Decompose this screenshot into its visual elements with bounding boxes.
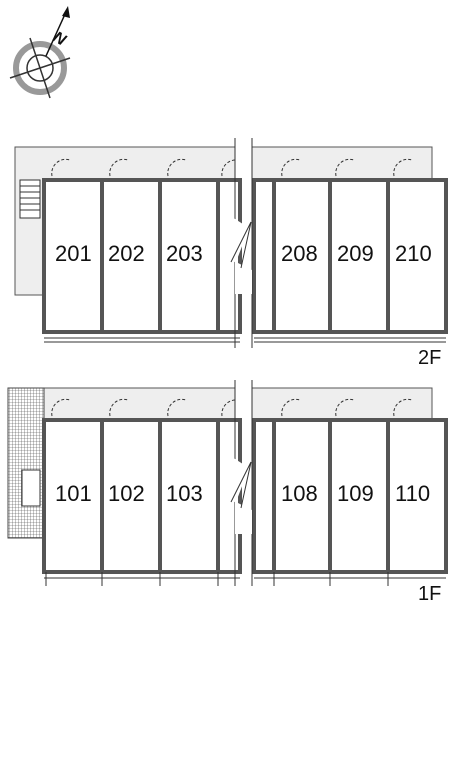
- door-swing-icon: [51, 398, 413, 417]
- unit-box: [272, 418, 332, 574]
- unit-label: 108: [281, 481, 318, 506]
- unit-label: 201: [55, 241, 92, 266]
- floor-label: 1F: [418, 583, 441, 605]
- unit-box: [252, 178, 276, 334]
- unit-box: [252, 418, 276, 574]
- parking-area: [7, 387, 45, 539]
- stairs-icon: [21, 469, 41, 507]
- unit-label: 210: [395, 241, 432, 266]
- balcony-rail: [44, 337, 446, 343]
- unit-box: [158, 418, 220, 574]
- unit-label: 209: [337, 241, 374, 266]
- door-swing-icon: [51, 158, 413, 177]
- unit-label: 101: [55, 481, 92, 506]
- unit-label: 109: [337, 481, 374, 506]
- unit-box: [386, 418, 448, 574]
- unit-label: 110: [395, 481, 430, 506]
- unit-box: [328, 178, 390, 334]
- stairs-icon: [19, 179, 41, 219]
- unit-box: [158, 178, 220, 334]
- unit-box: [272, 178, 332, 334]
- floor-label: 2F: [418, 347, 441, 369]
- unit-label: 208: [281, 241, 318, 266]
- unit-box: [42, 418, 104, 574]
- unit-label: 202: [108, 241, 145, 266]
- unit-box: [386, 178, 448, 334]
- ground-line: [44, 572, 446, 586]
- floor-1f: [7, 380, 448, 586]
- unit-label: 103: [166, 481, 203, 506]
- unit-box: [100, 178, 162, 334]
- unit-label: 203: [166, 241, 203, 266]
- compass-rose-icon: N: [9, 6, 71, 99]
- unit-label: 102: [108, 481, 145, 506]
- unit-box: [100, 418, 162, 574]
- floor-2f: [14, 138, 448, 348]
